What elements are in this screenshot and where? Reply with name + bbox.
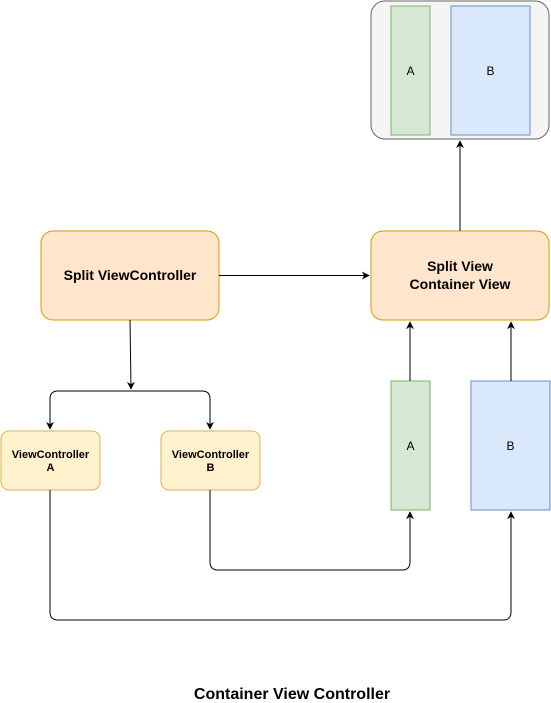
view-a-node: A <box>390 380 431 511</box>
split-view-container-label-line2: Container View <box>410 276 511 292</box>
edge-split-controller-to-branch <box>126 319 135 390</box>
view-controller-a-label-line2: A <box>47 462 55 474</box>
connectors <box>46 140 515 621</box>
composite-pane-b-label: B <box>486 64 494 78</box>
edge-view-controller-b-to-view-a <box>209 490 414 571</box>
split-view-controller-label: Split ViewController <box>64 267 197 283</box>
split-view-container-node: Split View Container View <box>370 230 550 321</box>
edge-view-controller-a-to-view-b <box>49 490 515 621</box>
composite-view: A B <box>370 0 550 140</box>
composite-pane-a <box>390 5 431 136</box>
view-controller-b-label-line2: B <box>207 462 215 474</box>
view-b-node: B <box>470 380 551 511</box>
view-a-box <box>390 380 431 511</box>
composite-pane-b <box>450 5 531 136</box>
edge-branch-to-view-controller-a <box>46 390 131 430</box>
view-controller-b-label-line1: ViewController <box>172 449 250 461</box>
view-a-label: A <box>406 439 414 453</box>
edge-branch-to-view-controller-b <box>131 390 214 430</box>
view-controller-a-node: ViewController A <box>0 430 101 491</box>
split-view-controller-node: Split ViewController <box>40 230 220 321</box>
view-controller-b-node: ViewController B <box>160 430 261 491</box>
view-b-box <box>470 380 551 511</box>
view-b-label: B <box>506 439 514 453</box>
composite-pane-a-label: A <box>406 64 414 78</box>
view-controller-a-label-line1: ViewController <box>12 449 90 461</box>
split-view-container-label-line1: Split View <box>427 258 493 274</box>
diagram-title: Container View Controller <box>194 686 390 703</box>
